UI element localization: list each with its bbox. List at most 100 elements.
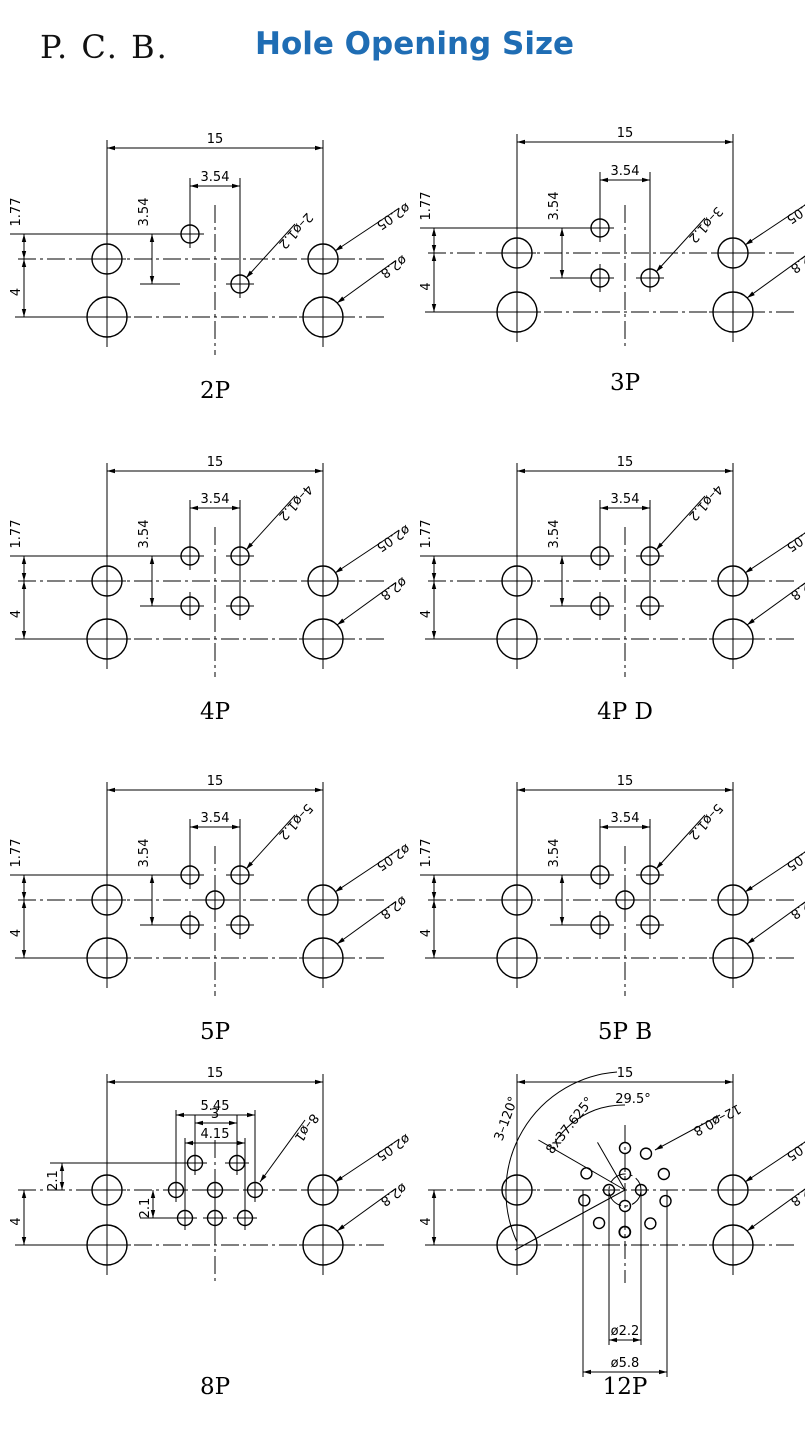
arrowhead <box>315 787 323 793</box>
arrowhead <box>745 566 753 573</box>
caption: 3P <box>610 370 640 396</box>
arrowhead <box>21 1190 27 1198</box>
arrowhead <box>337 296 345 303</box>
arrowhead <box>431 950 437 958</box>
arrowhead <box>642 177 650 183</box>
dia-5-8: ø5.8 <box>611 1356 640 1371</box>
arrowhead <box>149 276 155 284</box>
arrowhead <box>190 824 198 830</box>
dim-width-15: 15 <box>207 774 224 789</box>
arrowhead <box>431 228 437 236</box>
arrowhead <box>655 1144 664 1150</box>
arrowhead <box>559 556 565 564</box>
arrowhead <box>633 1337 641 1343</box>
dim-3-54: 3.54 <box>611 492 640 507</box>
dia-2-05-label-leader <box>334 851 396 893</box>
dim-3-54: 3.54 <box>611 811 640 826</box>
dim-4-15: 4.15 <box>201 1127 230 1142</box>
dia-2-8-label: ø2.8 <box>787 1180 805 1209</box>
arrowhead <box>315 145 323 151</box>
arrowhead <box>21 573 27 581</box>
dia-2-8-label: ø2.8 <box>377 893 409 922</box>
dim-width-15: 15 <box>207 455 224 470</box>
pin-note: 5–ø1.2 <box>685 800 725 842</box>
dim-4: 4 <box>419 929 434 937</box>
dia-2-8-label-leader <box>746 1188 805 1232</box>
pin-note: 2–ø1.2 <box>275 209 315 251</box>
angle-arc-120 <box>505 1071 618 1243</box>
panel-12p: 15ø2.05ø2.8412P3–120°8x37.625°29.5°ø2.2ø… <box>419 1066 805 1400</box>
arrowhead <box>337 937 345 944</box>
arrowhead <box>431 900 437 908</box>
dim-4: 4 <box>9 610 24 618</box>
pin-note-12p: 12–ø0.8 <box>691 1100 744 1138</box>
dim-3-54: 3.54 <box>611 164 640 179</box>
arrowhead <box>517 1079 525 1085</box>
arrowhead <box>237 1140 245 1146</box>
dia-2-05-label-leader <box>744 851 805 893</box>
dia-2-8-label: ø2.8 <box>377 574 409 603</box>
dia-2-8-label-leader <box>746 255 805 299</box>
dim-3-54: 3.54 <box>201 492 230 507</box>
dia-2-05-label: ø2.05 <box>783 193 805 226</box>
dia-2-05-label-leader <box>334 210 396 252</box>
pin-note-8p-leader <box>259 1119 306 1183</box>
arrowhead <box>21 950 27 958</box>
arrowhead <box>149 556 155 564</box>
dia-2-2: ø2.2 <box>611 1324 640 1339</box>
pin-note: 5–ø1.2 <box>275 800 315 842</box>
arrowhead <box>656 264 664 272</box>
arrowhead <box>747 937 755 944</box>
arrowhead <box>107 145 115 151</box>
caption: 4P D <box>597 699 653 725</box>
pin-note: 4–ø1.2 <box>685 481 725 523</box>
dim-3-54-vertical: 3.54 <box>547 520 562 549</box>
dim-width-15: 15 <box>207 1066 224 1081</box>
arrowhead <box>335 885 343 892</box>
arrowhead <box>725 787 733 793</box>
arrowhead <box>600 177 608 183</box>
dim-width-15: 15 <box>617 126 634 141</box>
dim-3: 3 <box>211 1107 219 1122</box>
caption: 12P <box>603 1374 648 1400</box>
dia-2-05-label: ø2.05 <box>373 840 412 873</box>
arrowhead <box>21 259 27 267</box>
arrowhead <box>107 787 115 793</box>
arrowhead <box>335 566 343 573</box>
dia-2-8-label-leader <box>336 901 396 945</box>
dim-5-45: 5.45 <box>201 1099 230 1114</box>
dim-3-54: 3.54 <box>201 170 230 185</box>
arrowhead <box>747 291 755 298</box>
arrowhead <box>559 917 565 925</box>
pin-hole <box>592 1216 606 1230</box>
arrowhead <box>747 618 755 625</box>
caption: 2P <box>200 378 230 404</box>
dim-width-15: 15 <box>207 132 224 147</box>
dia-2-05-label-leader <box>744 204 805 246</box>
caption: 5P <box>200 1019 230 1045</box>
dim-3-54-vertical: 3.54 <box>137 839 152 868</box>
dia-2-8-label-leader <box>746 582 805 626</box>
arrowhead <box>747 1224 755 1231</box>
dia-2-05-label: ø2.05 <box>783 1130 805 1163</box>
pin-note: 3–ø1.2 <box>685 203 725 245</box>
dia-2-05-label: ø2.05 <box>373 1130 412 1163</box>
arrowhead <box>315 468 323 474</box>
arrowhead <box>190 183 198 189</box>
dim-width-15: 15 <box>617 1066 634 1081</box>
arrowhead <box>335 1175 343 1182</box>
pin-hole <box>618 1167 632 1181</box>
pin-note-leader <box>655 217 706 273</box>
arrowhead <box>431 253 437 261</box>
dia-2-8-label-leader <box>336 260 396 304</box>
angle-29-5: 29.5° <box>615 1092 650 1107</box>
arrowhead <box>21 892 27 900</box>
arrowhead <box>431 581 437 589</box>
arrowhead <box>21 631 27 639</box>
pin-note: 4–ø1.2 <box>275 481 315 523</box>
